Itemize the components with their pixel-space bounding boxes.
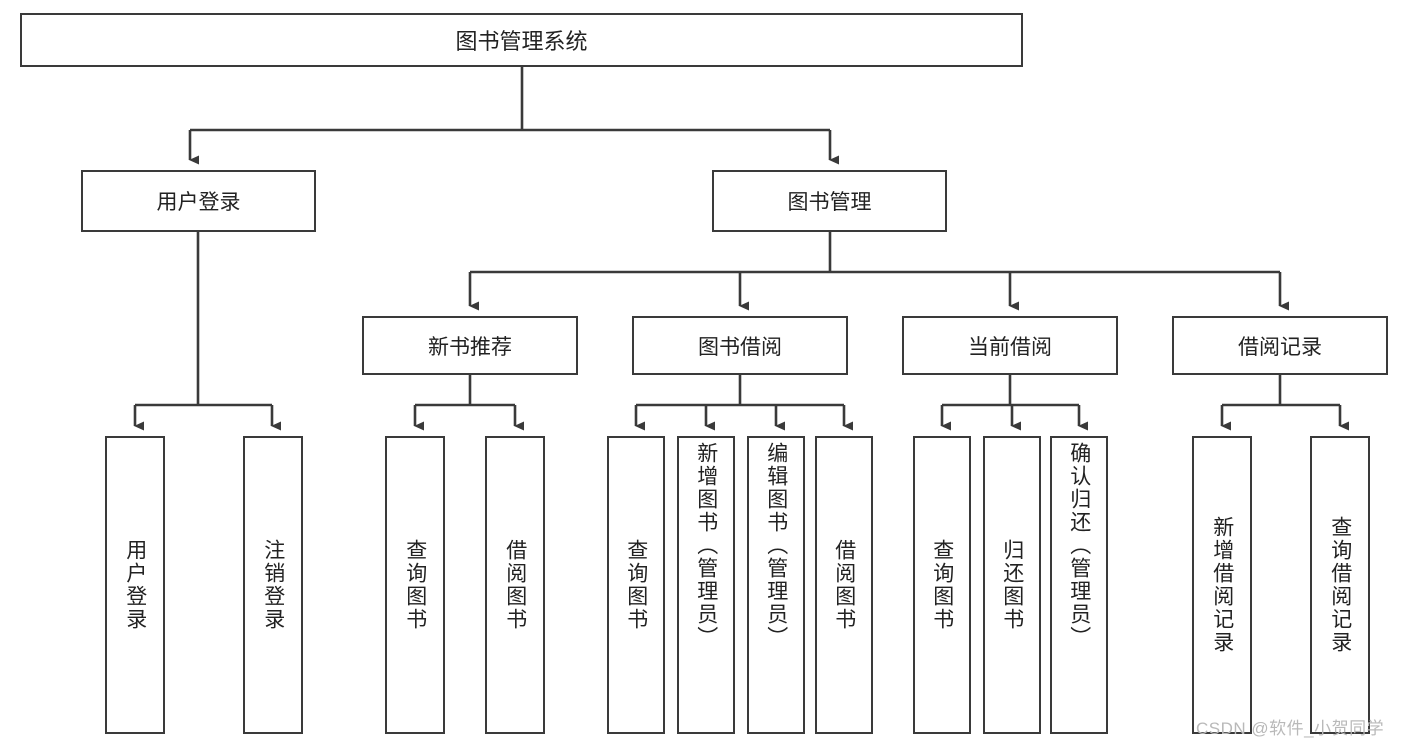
leaf-query-borrow-record[interactable]: 查询借阅记录: [1310, 436, 1370, 734]
leaf-user-login[interactable]: 用户登录: [105, 436, 165, 734]
node-current-borrow[interactable]: 当前借阅: [902, 316, 1118, 375]
node-borrow-record-label: 借阅记录: [1238, 335, 1322, 359]
leaf-borrow-book[interactable]: 借阅图书: [815, 436, 873, 734]
leaf-label: 查询图书: [403, 539, 427, 631]
leaf-label: 确认归还（管理员）: [1067, 442, 1091, 649]
leaf-confirm-return-admin[interactable]: 确认归还（管理员）: [1050, 436, 1108, 734]
leaf-label: 借阅图书: [503, 539, 527, 631]
leaf-label: 查询借阅记录: [1328, 516, 1352, 654]
leaf-label: 编辑图书（管理员）: [764, 442, 788, 649]
node-book-management[interactable]: 图书管理: [712, 170, 947, 232]
leaf-query-book-recommend[interactable]: 查询图书: [385, 436, 445, 734]
leaf-label: 新增图书（管理员）: [694, 442, 718, 649]
leaf-query-book-current[interactable]: 查询图书: [913, 436, 971, 734]
node-root[interactable]: 图书管理系统: [20, 13, 1023, 67]
leaf-label: 新增借阅记录: [1210, 516, 1234, 654]
leaf-label: 归还图书: [1000, 539, 1024, 631]
leaf-label: 借阅图书: [832, 539, 856, 631]
leaf-query-book-borrow[interactable]: 查询图书: [607, 436, 665, 734]
node-book-borrow-label: 图书借阅: [698, 335, 782, 359]
leaf-add-book-admin[interactable]: 新增图书（管理员）: [677, 436, 735, 734]
node-book-management-label: 图书管理: [787, 191, 872, 214]
node-user-login[interactable]: 用户登录: [81, 170, 316, 232]
leaf-return-book[interactable]: 归还图书: [983, 436, 1041, 734]
node-current-borrow-label: 当前借阅: [968, 335, 1052, 359]
leaf-edit-book-admin[interactable]: 编辑图书（管理员）: [747, 436, 805, 734]
node-user-login-label: 用户登录: [156, 191, 241, 214]
leaf-label: 查询图书: [930, 539, 954, 631]
node-book-borrow[interactable]: 图书借阅: [632, 316, 848, 375]
leaf-label: 查询图书: [624, 539, 648, 631]
node-new-book-recommend[interactable]: 新书推荐: [362, 316, 578, 375]
watermark-text: CSDN @软件_小贺同学: [1196, 719, 1385, 738]
leaf-borrow-book-recommend[interactable]: 借阅图书: [485, 436, 545, 734]
leaf-add-borrow-record[interactable]: 新增借阅记录: [1192, 436, 1252, 734]
node-root-label: 图书管理系统: [455, 29, 588, 54]
leaf-label: 注销登录: [261, 539, 285, 631]
node-borrow-record[interactable]: 借阅记录: [1172, 316, 1388, 375]
leaf-label: 用户登录: [123, 539, 147, 631]
leaf-logout[interactable]: 注销登录: [243, 436, 303, 734]
node-new-book-recommend-label: 新书推荐: [428, 335, 512, 359]
